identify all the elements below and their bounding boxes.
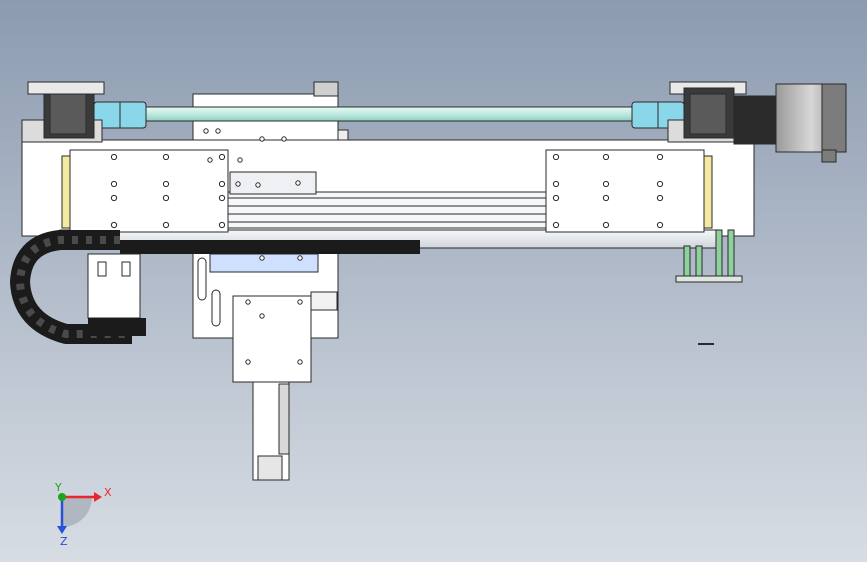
z-axis-label: Z [60, 535, 68, 548]
bolt-holes [110, 128, 664, 365]
leg-1 [683, 245, 691, 279]
bolt-hole-10 [218, 180, 226, 188]
bolt-hole-30 [295, 180, 301, 186]
z-lower-plate [232, 295, 312, 383]
chain-mount-slot-2 [121, 261, 131, 277]
bolt-hole-20 [602, 221, 610, 229]
chain-mount-slot-1 [97, 261, 107, 277]
bolt-hole-39 [207, 157, 213, 163]
bolt-hole-12 [218, 221, 226, 229]
drive-shaft [129, 106, 651, 122]
x-axis-label: X [104, 486, 112, 499]
bolt-hole-33 [297, 255, 303, 261]
bolt-hole-38 [297, 359, 303, 365]
z-slot-2 [211, 289, 221, 327]
bolt-hole-3 [110, 194, 118, 202]
bolt-hole-17 [602, 153, 610, 161]
triad-shadow [62, 497, 92, 527]
bolt-hole-37 [245, 359, 251, 365]
z-carriage-top-block [313, 81, 339, 97]
leg-foot [675, 275, 743, 283]
bolt-hole-16 [552, 221, 560, 229]
z-axis-arrowhead [57, 526, 67, 534]
bolt-hole-19 [602, 194, 610, 202]
x-axis-arrowhead [94, 492, 102, 502]
left-bearing-face [49, 93, 87, 135]
z-bracket-right [310, 291, 338, 311]
left-mount-plate [69, 149, 229, 233]
drag-chain-links [15, 236, 132, 338]
bolt-hole-8 [162, 221, 170, 229]
bolt-hole-13 [552, 153, 560, 161]
motor-end-cap [821, 83, 847, 153]
beam-right-insert [703, 155, 713, 229]
bolt-hole-4 [110, 221, 118, 229]
drag-chain-upper-run [120, 240, 420, 254]
bolt-hole-29 [255, 182, 261, 188]
bolt-hole-34 [245, 299, 251, 305]
right-support-legs [675, 229, 743, 345]
bolt-hole-32 [259, 255, 265, 261]
bolt-hole-14 [552, 180, 560, 188]
bolt-hole-15 [552, 194, 560, 202]
z-gripper-rail [278, 383, 290, 455]
bolt-hole-36 [259, 313, 265, 319]
bolt-hole-21 [656, 153, 664, 161]
bolt-hole-5 [162, 153, 170, 161]
right-bearing-face [689, 93, 727, 135]
motor-adapter [733, 95, 777, 145]
bolt-hole-40 [237, 157, 243, 163]
beam-left-insert [61, 155, 71, 229]
chain-lower-bar [88, 318, 146, 336]
leg-2 [695, 245, 703, 279]
bolt-hole-27 [259, 136, 265, 142]
z-slot-1 [197, 257, 207, 301]
motor-cable-gland [821, 149, 837, 163]
bolt-hole-26 [215, 128, 221, 134]
y-axis-origin [58, 493, 66, 501]
rail-carriage-block [229, 171, 317, 195]
bolt-hole-28 [281, 136, 287, 142]
leg-4 [727, 229, 735, 279]
center-linear-rail [227, 191, 547, 229]
bolt-hole-6 [162, 180, 170, 188]
chain-mount-box [87, 253, 141, 319]
bolt-hole-9 [218, 153, 226, 161]
bolt-hole-31 [235, 181, 241, 187]
bolt-hole-2 [110, 180, 118, 188]
y-axis-label: Y [54, 481, 62, 494]
bolt-hole-7 [162, 194, 170, 202]
left-bearing-block [21, 81, 105, 143]
cable-drag-chain [10, 230, 420, 344]
bolt-hole-23 [656, 194, 664, 202]
left-bearing-cap [27, 81, 105, 95]
coordinate-triad[interactable]: X Y Z [54, 481, 112, 548]
bolt-hole-1 [110, 153, 118, 161]
z-gripper-tip [257, 455, 283, 481]
bolt-hole-18 [602, 180, 610, 188]
bolt-hole-22 [656, 180, 664, 188]
right-mount-plate [545, 149, 705, 233]
bolt-hole-25 [203, 128, 209, 134]
x-axis-beam [21, 139, 755, 249]
bolt-hole-11 [218, 194, 226, 202]
bolt-hole-35 [297, 299, 303, 305]
leg-3 [715, 229, 723, 279]
right-drive-unit [667, 81, 847, 163]
bolt-hole-24 [656, 221, 664, 229]
